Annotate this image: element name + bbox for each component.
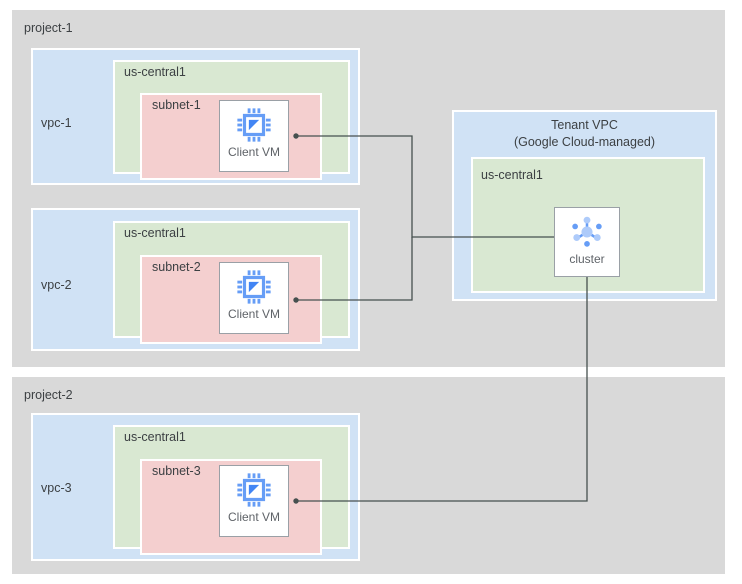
chip-icon [235, 471, 273, 509]
chip-icon [235, 268, 273, 306]
client-vm-1-card[interactable]: Client VM [219, 100, 289, 172]
tenant-vpc-region-label: us-central1 [481, 168, 543, 182]
project-1-label: project-1 [24, 21, 73, 35]
cluster-card[interactable]: cluster [554, 207, 620, 277]
subnet-2-label: subnet-2 [152, 260, 201, 274]
cluster-icon [568, 213, 606, 251]
subnet-3-label: subnet-3 [152, 464, 201, 478]
subnet-1-label: subnet-1 [152, 98, 201, 112]
client-vm-1-label: Client VM [227, 145, 280, 159]
client-vm-2-card[interactable]: Client VM [219, 262, 289, 334]
vpc-1-region-label: us-central1 [124, 65, 186, 79]
vpc-3-region-label: us-central1 [124, 430, 186, 444]
vpc-3-label: vpc-3 [41, 481, 72, 495]
vpc-2-region-label: us-central1 [124, 226, 186, 240]
client-vm-3-card[interactable]: Client VM [219, 465, 289, 537]
chip-icon [235, 106, 273, 144]
client-vm-3-label: Client VM [227, 510, 280, 524]
project-2-label: project-2 [24, 388, 73, 402]
vpc-1-label: vpc-1 [41, 116, 72, 130]
client-vm-2-label: Client VM [227, 307, 280, 321]
tenant-vpc-title-line1: Tenant VPC [551, 118, 618, 132]
vpc-2-label: vpc-2 [41, 278, 72, 292]
cluster-label: cluster [569, 252, 605, 266]
tenant-vpc-title-line2: (Google Cloud-managed) [513, 135, 656, 149]
